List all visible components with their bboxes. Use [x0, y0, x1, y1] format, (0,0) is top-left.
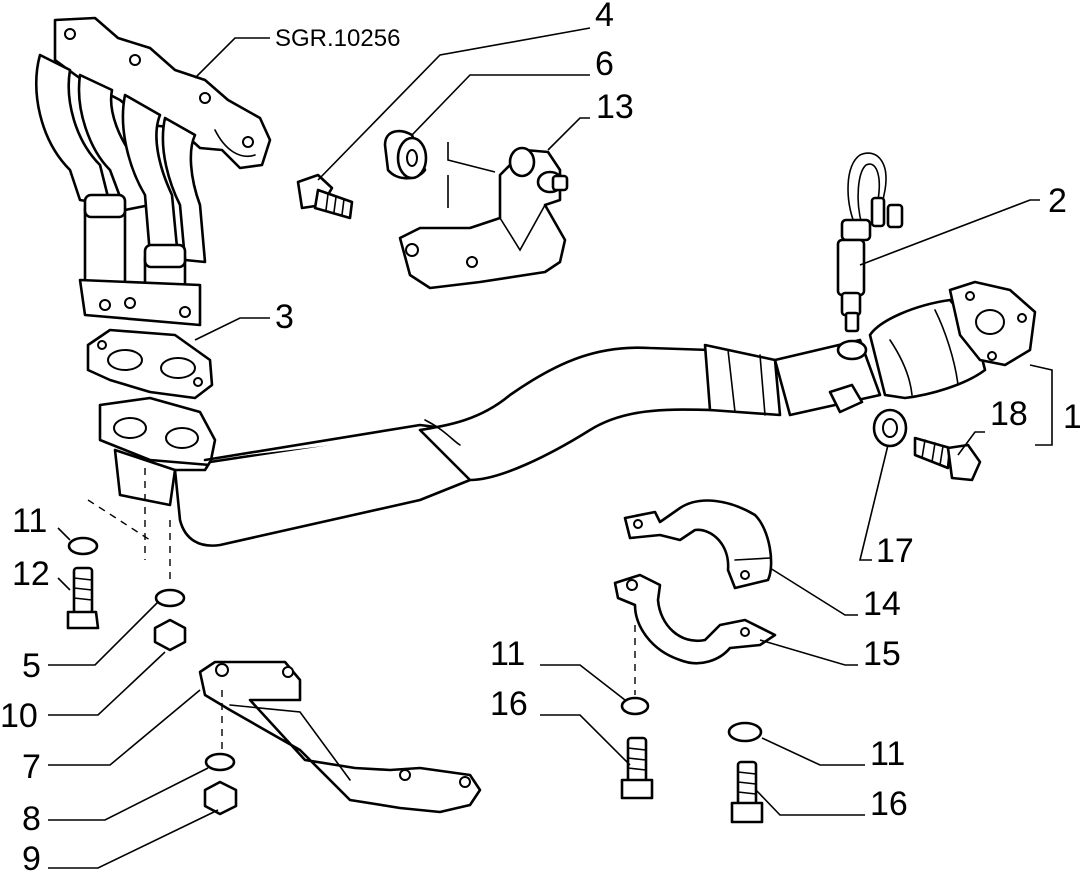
washer — [67, 536, 99, 556]
nut — [153, 618, 187, 652]
exhaust-manifold — [34, 16, 272, 327]
callout-6: 6 — [595, 45, 614, 83]
callout-3: 3 — [275, 298, 294, 336]
lower-clamp — [613, 573, 777, 665]
callout-16-center: 16 — [490, 685, 528, 723]
callout-7: 7 — [22, 748, 41, 786]
callout-8: 8 — [22, 800, 41, 838]
support-bracket — [198, 660, 482, 814]
reference-code: SGR.10256 — [275, 25, 400, 52]
callout-17: 17 — [876, 532, 914, 570]
callout-2: 2 — [1048, 182, 1067, 220]
callout-13: 13 — [596, 88, 634, 126]
washer — [620, 696, 650, 716]
callout-1: 1 — [1063, 398, 1080, 436]
sealing-ring — [872, 408, 908, 448]
callout-4: 4 — [595, 0, 614, 34]
callout-16-right: 16 — [870, 785, 908, 823]
callout-9: 9 — [22, 840, 41, 872]
upper-clamp — [623, 499, 773, 590]
gasket — [86, 328, 214, 400]
bolt — [913, 436, 982, 482]
bolt — [66, 566, 100, 630]
callout-5: 5 — [22, 647, 41, 685]
callout-15: 15 — [863, 635, 901, 673]
bolt — [620, 736, 654, 800]
callout-18: 18 — [990, 395, 1028, 433]
rubber-bushing — [383, 129, 428, 180]
callout-10: 10 — [0, 697, 38, 735]
bolt — [296, 173, 354, 220]
callout-14: 14 — [863, 585, 901, 623]
washer — [154, 588, 186, 608]
nut — [203, 780, 238, 816]
lambda-sensor — [836, 152, 904, 333]
callout-11-center: 11 — [490, 635, 525, 673]
washer — [727, 721, 763, 743]
callout-11-left: 11 — [12, 502, 47, 540]
callout-11-right: 11 — [870, 735, 905, 773]
front-exhaust-pipe — [98, 280, 1037, 547]
mounting-bracket — [398, 142, 569, 290]
washer — [204, 752, 236, 772]
bolt — [730, 760, 764, 824]
callout-12: 12 — [12, 555, 50, 593]
